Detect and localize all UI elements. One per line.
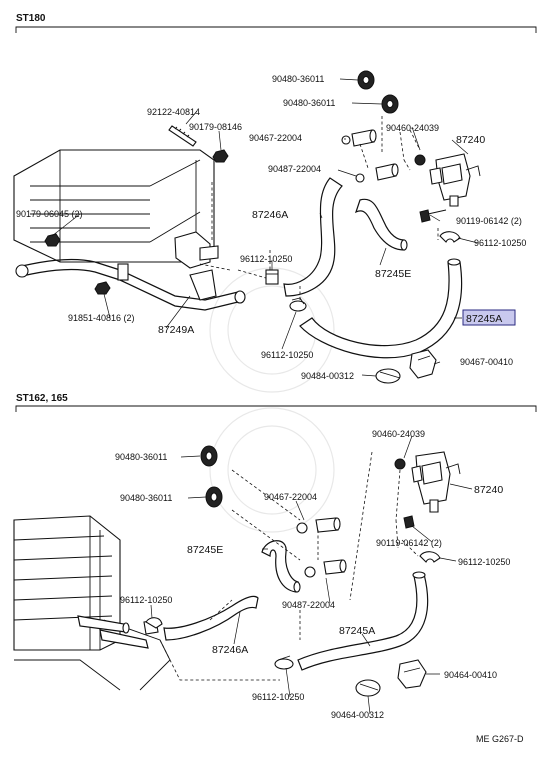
label-96112-10250-bottom-2: 96112-10250 <box>252 692 304 702</box>
bolt-92122 <box>168 125 197 147</box>
heater-core <box>13 149 215 263</box>
label-92122-40814: 92122-40814 <box>147 107 200 117</box>
union-90487-22004-2 <box>304 559 347 578</box>
heater-core-2 <box>13 515 171 691</box>
clamp-96112-right <box>439 231 461 243</box>
hose-87246A-2 <box>163 595 259 641</box>
label-96112-10250-bottom: 96112-10250 <box>261 350 313 360</box>
hose-87245E <box>354 198 408 251</box>
screw-90119-06142 <box>419 209 447 223</box>
pipe-assembly <box>15 231 246 311</box>
screw-90119-06142-2 <box>403 515 415 529</box>
label-87245A-2: 87245A <box>339 625 375 637</box>
nut-91851 <box>94 281 111 295</box>
label-90487-22004-2: 90487-22004 <box>282 600 335 610</box>
label-90119-06142-2: 90119-06142 (2) <box>376 538 442 548</box>
union-90467-22004-2 <box>296 517 341 534</box>
label-87240-2: 87240 <box>474 484 503 496</box>
footer-code: ME G267-D <box>476 734 524 744</box>
label-90179-08146: 90179-08146 <box>189 122 242 132</box>
label-90467-00410: 90467-00410 <box>460 357 513 367</box>
section-bracket <box>15 405 537 412</box>
water-valve-87240-2 <box>394 451 461 513</box>
clamp-96112-left-2 <box>145 617 163 629</box>
label-90119-06142: 90119-06142 (2) <box>456 216 522 226</box>
core-pipes <box>77 615 159 649</box>
label-90464-00312: 90464-00312 <box>331 710 384 720</box>
label-90467-22004: 90467-22004 <box>249 133 302 143</box>
hose-87245A <box>299 258 463 359</box>
label-90484-00312: 90484-00312 <box>301 371 354 381</box>
label-90480-36011-d: 90480-36011 <box>120 493 172 503</box>
clamp-90484-00312 <box>375 368 401 384</box>
label-87240: 87240 <box>456 134 485 146</box>
label-87249A: 87249A <box>158 324 194 336</box>
union-90464-00410 <box>397 659 427 689</box>
clamp-90464-00312 <box>355 679 381 697</box>
label-91851-40816: 91851-40816 (2) <box>68 313 135 323</box>
grommet-90480-a <box>357 70 375 90</box>
assembly-lines-2 <box>159 451 419 681</box>
hose-87246A <box>283 177 343 297</box>
union-90487-22004 <box>355 163 399 183</box>
label-90480-36011-c: 90480-36011 <box>115 452 167 462</box>
clamp-96112-mid <box>265 269 279 285</box>
label-96112-10250-mid: 96112-10250 <box>240 254 292 264</box>
label-87245E: 87245E <box>375 268 411 280</box>
label-96112-10250-right-2: 96112-10250 <box>458 557 510 567</box>
leader-lines-2 <box>150 435 473 715</box>
label-90460-24039-2: 90460-24039 <box>372 429 425 439</box>
section-st180: ST180 <box>13 13 537 384</box>
hose-87245A-2 <box>297 571 429 671</box>
label-90487-22004: 90487-22004 <box>268 164 321 174</box>
clamp-96112-bottom-2 <box>274 655 294 670</box>
label-90179-06045: 90179-06045 (2) <box>16 209 83 219</box>
leader-lines <box>51 78 479 377</box>
union-90467-22004 <box>341 129 377 147</box>
section-bracket <box>15 26 537 33</box>
label-96112-10250-left-2: 96112-10250 <box>120 595 172 605</box>
assembly-lines <box>199 116 439 300</box>
section-title-st162-165: ST162, 165 <box>16 393 68 404</box>
label-90467-22004-2: 90467-22004 <box>264 492 317 502</box>
label-87246A: 87246A <box>252 209 288 221</box>
section-st162-165: ST162, 165 <box>13 393 537 720</box>
label-87245E-2: 87245E <box>187 544 223 556</box>
label-90480-36011-a: 90480-36011 <box>272 74 324 84</box>
label-87245A-highlighted[interactable]: 87245A <box>466 313 502 325</box>
label-90464-00410: 90464-00410 <box>444 670 497 680</box>
grommet-90480-d <box>205 486 223 508</box>
hose-87245E-2 <box>261 540 301 593</box>
label-87246A-2: 87246A <box>212 644 248 656</box>
section-title-st180: ST180 <box>16 13 46 24</box>
label-90480-36011-b: 90480-36011 <box>283 98 335 108</box>
highlight-box-87245A <box>462 309 516 326</box>
clamp-96112-right-2 <box>419 551 441 563</box>
label-90460-24039: 90460-24039 <box>386 123 439 133</box>
nut-90179-06045 <box>44 233 61 247</box>
grommet-90480-c <box>200 445 218 467</box>
water-valve-87240 <box>414 153 481 207</box>
label-96112-10250-right: 96112-10250 <box>474 238 526 248</box>
nut-90179-08146 <box>212 149 229 163</box>
union-90467-00410 <box>409 349 437 379</box>
grommet-90480-b <box>381 94 399 114</box>
